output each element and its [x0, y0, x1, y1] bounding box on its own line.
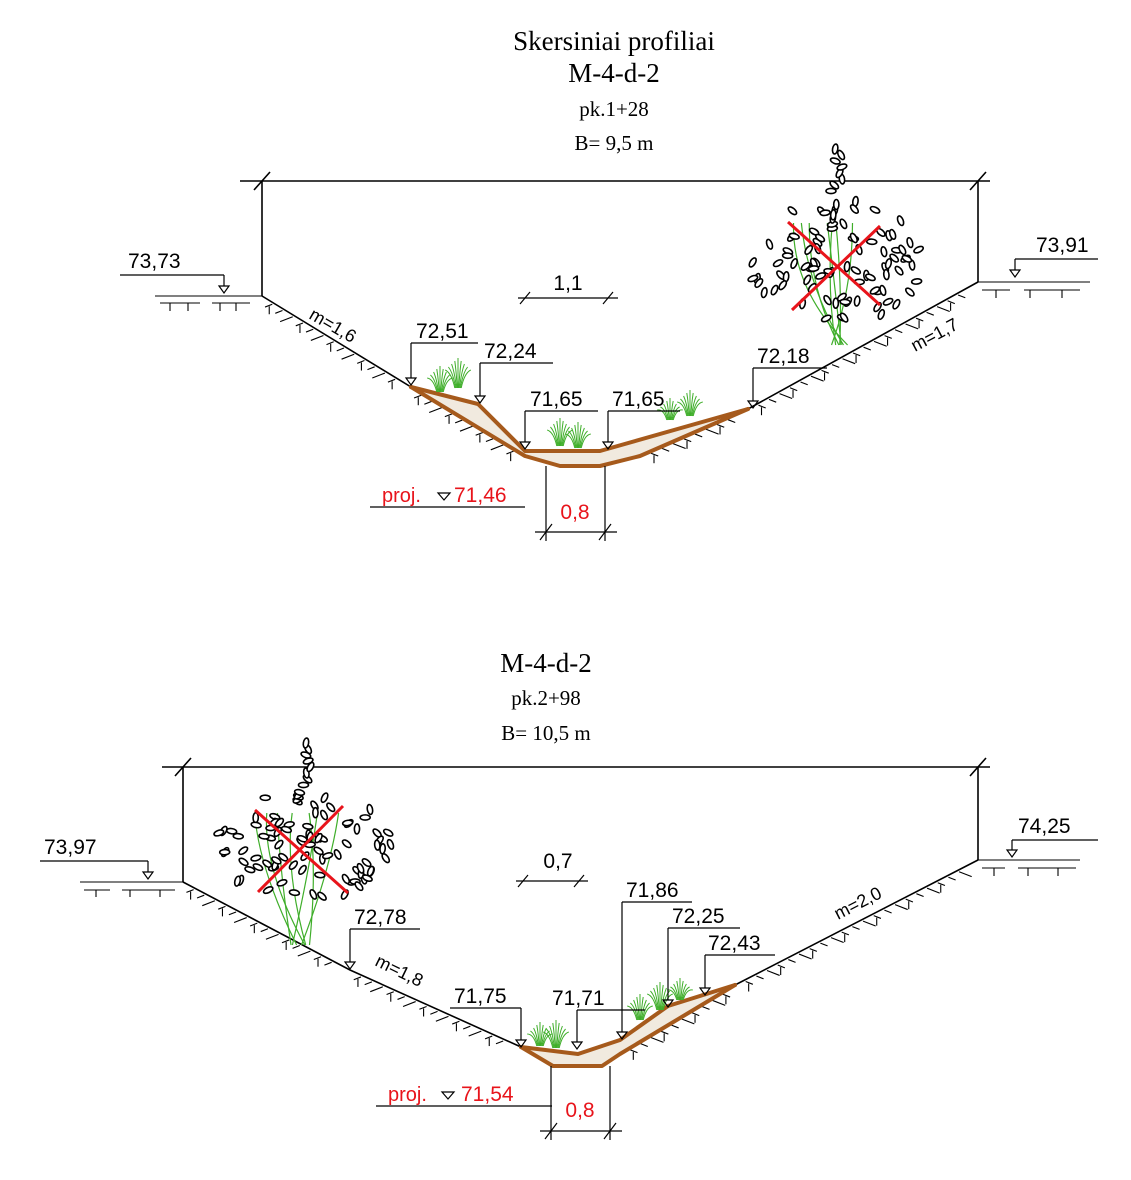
profile-1-ground-right	[978, 281, 1090, 298]
profile-2-level-6: 72,43	[708, 932, 761, 955]
profile-1-width: B= 9,5 m	[575, 131, 654, 155]
profile-1-level-marker-2: 72,24	[473, 340, 553, 405]
profile-2-grass	[527, 978, 693, 1049]
profile-2-design-label: proj.	[388, 1084, 427, 1106]
profile-1-ground-left	[155, 295, 262, 311]
profile-1-bottom-dimension: 1,1	[518, 272, 618, 305]
profile-2-level-marker-4: 71,86	[615, 879, 692, 1041]
profile-1-design-bottom-width: 0,8	[560, 501, 589, 524]
profile-2-silt-bottom	[519, 983, 737, 1068]
profile-1-channel-outline	[261, 281, 979, 467]
profile-2-right-slope: m=2,0	[831, 883, 885, 924]
profile-1-shrub-icon	[747, 143, 925, 346]
profile-1-design-label: proj.	[382, 485, 421, 507]
profile-2-code: M-4-d-2	[500, 648, 591, 678]
profile-2-level-marker-6: 72,43	[698, 932, 775, 997]
profile-2-bottom-dimension: 0,7	[516, 850, 588, 888]
profile-2-silt-area	[521, 985, 735, 1066]
profile-1-left-slope: m=1,6	[306, 304, 360, 347]
profile-2: M-4-d-2 pk.2+98 B= 10,5 m 73,97 74,25	[40, 648, 1098, 1140]
profile-1-level-marker-3: 71,65	[518, 388, 598, 451]
profile-2-bottom-dimension-label: 0,7	[543, 850, 572, 873]
profile-2-width-dimension	[162, 757, 990, 882]
profile-1-right-bank-level: 73,91	[1036, 234, 1089, 257]
profile-2-ground-right	[978, 859, 1080, 876]
profile-1: Skersiniai profiliai M-4-d-2 pk.1+28 B= …	[120, 26, 1098, 541]
profile-2-silt-top	[519, 983, 737, 1056]
profile-1-level-marker-5: 72,18	[746, 345, 827, 410]
profile-2-level-4: 71,86	[626, 879, 679, 902]
profile-1-level-5: 72,18	[757, 345, 810, 368]
profile-2-left-slope: m=1,8	[372, 951, 426, 991]
profile-2-right-bank-marker: 74,25	[1005, 815, 1098, 859]
profile-1-level-marker-1: 72,51	[404, 320, 478, 387]
profile-2-level-5: 72,25	[672, 905, 725, 928]
profile-1-slope-hatching	[264, 294, 966, 464]
profile-2-slope-hatching	[186, 871, 972, 1060]
profile-2-level-marker-5: 72,25	[661, 905, 740, 1009]
profile-2-ground-left	[80, 881, 183, 897]
profile-2-width: B= 10,5 m	[501, 721, 590, 745]
profile-1-width-dimension	[240, 171, 990, 296]
profile-1-station: pk.1+28	[579, 97, 649, 121]
profile-1-grass	[427, 358, 703, 449]
profile-2-level-2: 71,75	[454, 985, 507, 1008]
profile-2-design-marker: proj. 71,54	[376, 1083, 552, 1107]
profile-2-level-3: 71,71	[552, 987, 605, 1010]
profile-2-level-marker-2: 71,75	[450, 985, 528, 1049]
profile-1-silt-top	[409, 385, 750, 453]
profile-2-left-bank-level: 73,97	[44, 836, 97, 859]
profile-2-left-bank-marker: 73,97	[40, 836, 155, 881]
profile-2-design-bottom-dimension: 0,8	[540, 1066, 622, 1140]
profile-1-code: M-4-d-2	[568, 58, 659, 88]
profile-1-right-slope: m=1,7	[907, 314, 961, 355]
profile-1-right-bank-marker: 73,91	[1008, 234, 1098, 279]
profile-1-level-3: 71,65	[530, 388, 583, 411]
drawing-title: Skersiniai profiliai	[513, 26, 715, 56]
profile-1-silt-bottom	[409, 385, 750, 468]
profile-1-design-bottom-dimension: 0,8	[535, 466, 617, 541]
profile-1-level-marker-4: 71,65	[601, 388, 680, 451]
profile-1-left-bank-marker: 73,73	[120, 250, 231, 295]
profile-2-design-bottom-width: 0,8	[565, 1099, 594, 1122]
profile-1-design-marker: proj. 71,46	[370, 484, 525, 508]
profile-1-level-2: 72,24	[484, 340, 537, 363]
profile-1-level-4: 71,65	[612, 388, 665, 411]
profile-2-design-level: 71,54	[461, 1083, 514, 1106]
profile-2-remove-cross-icon	[254, 804, 349, 895]
profile-1-remove-cross-icon	[786, 220, 882, 312]
profile-2-right-bank-level: 74,25	[1018, 815, 1071, 838]
profile-1-level-1: 72,51	[416, 320, 469, 343]
profile-1-left-bank-level: 73,73	[128, 250, 181, 273]
profile-2-level-1: 72,78	[354, 906, 407, 929]
profile-2-level-marker-1: 72,78	[343, 906, 420, 971]
profile-1-design-level: 71,46	[454, 484, 507, 507]
profile-2-station: pk.2+98	[511, 686, 581, 710]
profile-1-bottom-dimension-label: 1,1	[553, 272, 582, 295]
profile-2-level-marker-3: 71,71	[552, 987, 645, 1051]
